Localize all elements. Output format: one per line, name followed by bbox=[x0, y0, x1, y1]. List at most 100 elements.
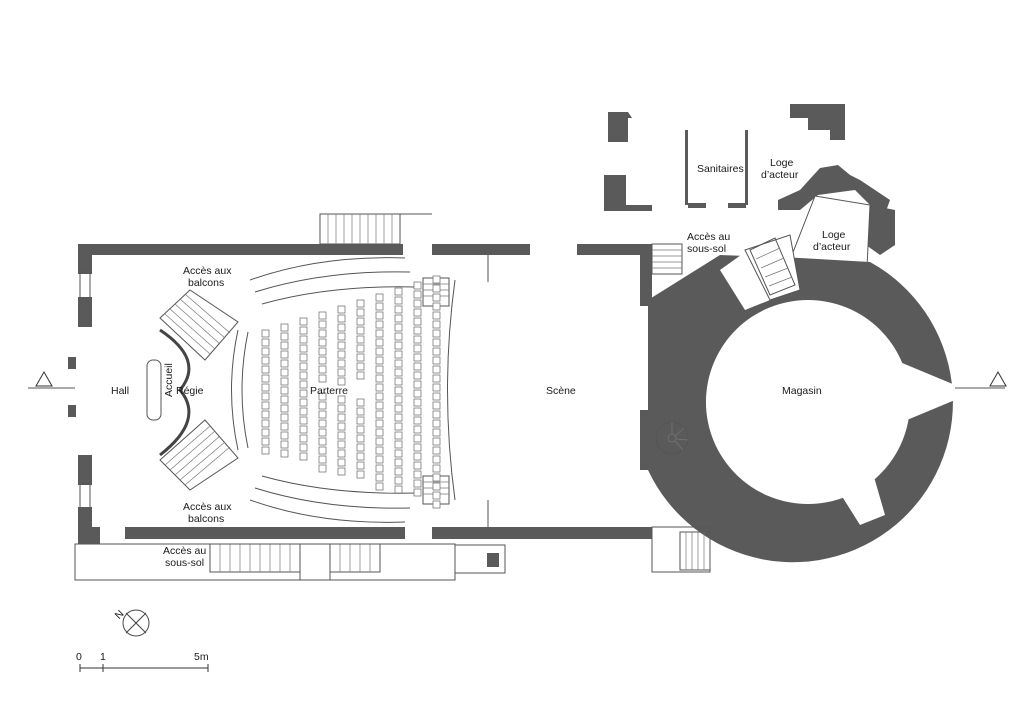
seat bbox=[337, 368, 346, 377]
seat bbox=[261, 338, 270, 347]
stair-balcony-top bbox=[159, 289, 239, 361]
magasin-ring bbox=[648, 234, 955, 563]
seat bbox=[413, 398, 422, 407]
seat bbox=[413, 299, 422, 308]
seat bbox=[299, 443, 308, 452]
seat bbox=[299, 362, 308, 371]
seat bbox=[261, 374, 270, 383]
seat bbox=[280, 404, 289, 413]
seat bbox=[318, 446, 327, 455]
seat bbox=[337, 350, 346, 359]
seat bbox=[299, 407, 308, 416]
seat bbox=[432, 302, 441, 311]
seat bbox=[261, 428, 270, 437]
seat bbox=[318, 464, 327, 473]
seat bbox=[432, 500, 441, 509]
seat bbox=[394, 440, 403, 449]
seat bbox=[432, 365, 441, 374]
stair-basement-right bbox=[651, 237, 796, 296]
seat bbox=[394, 458, 403, 467]
seat bbox=[318, 320, 327, 329]
seat bbox=[394, 314, 403, 323]
seat bbox=[261, 356, 270, 365]
seat bbox=[432, 491, 441, 500]
seat bbox=[375, 437, 384, 446]
seat bbox=[356, 353, 365, 362]
hall-windows bbox=[79, 271, 91, 511]
seat bbox=[299, 398, 308, 407]
seat bbox=[413, 452, 422, 461]
seat bbox=[432, 410, 441, 419]
seat bbox=[299, 326, 308, 335]
seat bbox=[394, 368, 403, 377]
seat bbox=[432, 473, 441, 482]
seat bbox=[432, 446, 441, 455]
seat bbox=[394, 395, 403, 404]
label-loge-2-line2: d’acteur bbox=[813, 241, 851, 253]
seat bbox=[394, 350, 403, 359]
seat bbox=[299, 434, 308, 443]
seat bbox=[375, 410, 384, 419]
label-scene: Scène bbox=[546, 385, 576, 397]
seat bbox=[318, 428, 327, 437]
seat bbox=[280, 449, 289, 458]
seat bbox=[280, 323, 289, 332]
seat bbox=[280, 386, 289, 395]
seat bbox=[375, 302, 384, 311]
seat bbox=[280, 341, 289, 350]
seat bbox=[337, 377, 346, 386]
label-acces-balcons-top-2: balcons bbox=[188, 277, 224, 289]
seat bbox=[356, 434, 365, 443]
seat bbox=[318, 455, 327, 464]
seat bbox=[394, 296, 403, 305]
label-hall: Hall bbox=[111, 385, 129, 397]
seat bbox=[356, 371, 365, 380]
seat bbox=[280, 350, 289, 359]
label-acces-balcons-top-1: Accès aux bbox=[183, 265, 232, 277]
seat bbox=[413, 290, 422, 299]
seat bbox=[432, 437, 441, 446]
seat bbox=[356, 425, 365, 434]
stair-bottom-right bbox=[651, 526, 711, 573]
seat bbox=[413, 479, 422, 488]
seat bbox=[356, 398, 365, 407]
seat bbox=[394, 341, 403, 350]
seat bbox=[318, 329, 327, 338]
seat bbox=[318, 338, 327, 347]
seat bbox=[261, 392, 270, 401]
label-regie: Régie bbox=[176, 385, 204, 397]
seat bbox=[432, 284, 441, 293]
balcony-rows bbox=[231, 257, 416, 523]
seat bbox=[375, 383, 384, 392]
right-walls bbox=[604, 104, 895, 470]
seat bbox=[318, 392, 327, 401]
seat bbox=[413, 308, 422, 317]
seat bbox=[413, 362, 422, 371]
seat bbox=[375, 482, 384, 491]
seat bbox=[394, 467, 403, 476]
seat bbox=[394, 422, 403, 431]
seat bbox=[337, 467, 346, 476]
seat bbox=[337, 404, 346, 413]
seat bbox=[432, 320, 441, 329]
label-loge-1-line2: d’acteur bbox=[761, 169, 799, 181]
label-acces-sous-sol-right-1: Accès au bbox=[687, 231, 730, 243]
seat bbox=[337, 332, 346, 341]
seat bbox=[280, 332, 289, 341]
seat bbox=[299, 416, 308, 425]
seat bbox=[356, 470, 365, 479]
seat bbox=[375, 473, 384, 482]
seat bbox=[432, 329, 441, 338]
seat bbox=[375, 392, 384, 401]
seat bbox=[280, 368, 289, 377]
seat bbox=[375, 311, 384, 320]
seat bbox=[432, 428, 441, 437]
seat bbox=[261, 383, 270, 392]
section-marker-icon bbox=[28, 370, 75, 389]
seat bbox=[356, 362, 365, 371]
seat bbox=[394, 305, 403, 314]
seat bbox=[337, 422, 346, 431]
label-acces-sous-sol-right-2: sous-sol bbox=[687, 243, 726, 255]
seat bbox=[261, 365, 270, 374]
seat bbox=[432, 383, 441, 392]
